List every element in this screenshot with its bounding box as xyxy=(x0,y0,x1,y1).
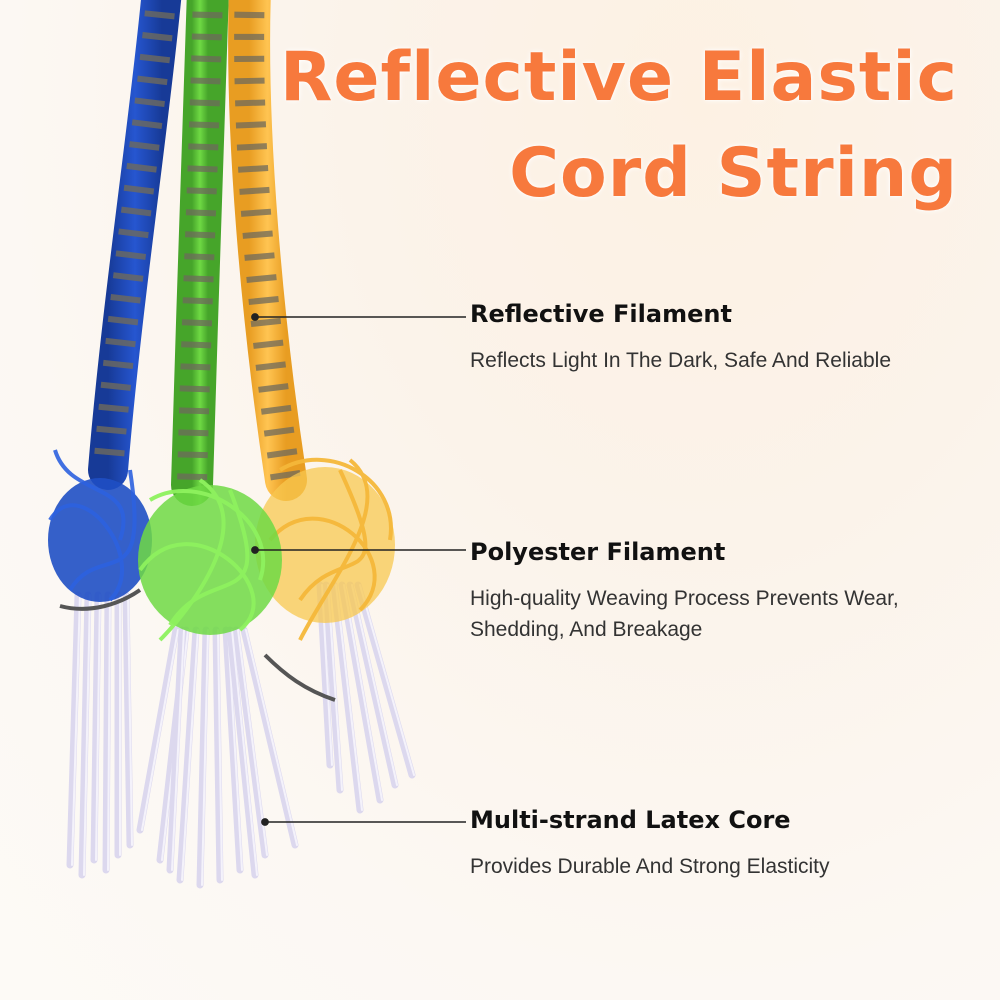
latex-strand-highlight xyxy=(231,629,258,876)
callout-latex-core: Multi-strand Latex Core Provides Durable… xyxy=(470,806,980,882)
callout-title: Multi-strand Latex Core xyxy=(470,806,791,834)
green-cord xyxy=(171,0,229,506)
latex-strand-highlight xyxy=(107,594,111,871)
latex-strand xyxy=(196,626,210,889)
latex-strand-highlight xyxy=(237,629,268,856)
latex-strand xyxy=(176,626,200,884)
title-line-2: Cord String xyxy=(509,134,958,213)
callout-description: Provides Durable And Strong Elasticity xyxy=(470,854,830,878)
callout-polyester-filament: Polyester Filament High-quality Weaving … xyxy=(470,538,980,645)
latex-strand-highlight xyxy=(217,629,223,881)
latex-strand xyxy=(66,591,82,869)
yellow-cord-stitching xyxy=(234,0,301,483)
latex-strand xyxy=(222,626,244,874)
latex-strand-highlight xyxy=(141,629,179,831)
yellow-fray-knot xyxy=(255,457,395,702)
blue-cord xyxy=(88,0,182,490)
latex-strand xyxy=(212,626,224,884)
latex-strand-highlight xyxy=(95,594,101,861)
latex-strand xyxy=(122,591,134,849)
callout-title: Polyester Filament xyxy=(470,538,726,566)
callout-description: Reflects Light In The Dark, Safe And Rel… xyxy=(470,348,892,372)
latex-strand xyxy=(226,626,259,879)
latex-strand-highlight xyxy=(171,629,185,871)
latex-strand-highlight xyxy=(201,629,209,886)
latex-strand xyxy=(102,591,112,874)
latex-strand-highlight xyxy=(127,594,133,846)
latex-strand xyxy=(136,626,180,834)
latex-strand xyxy=(240,626,299,849)
latex-strand-highlight xyxy=(83,594,91,876)
title-line-1: Reflective Elastic xyxy=(280,38,958,117)
callout-title: Reflective Filament xyxy=(470,300,732,328)
latex-strand xyxy=(90,591,102,864)
latex-strand-highlight xyxy=(359,584,415,776)
latex-strand-highlight xyxy=(71,594,81,866)
green-fray-knot xyxy=(138,478,282,642)
callout-reflective-filament: Reflective Filament Reflects Light In Th… xyxy=(470,300,980,376)
leader-lines xyxy=(251,313,466,826)
latex-core-strands xyxy=(66,581,416,889)
latex-strand xyxy=(232,626,269,859)
latex-strand-highlight xyxy=(181,629,199,881)
blue-fray-knot xyxy=(48,449,152,611)
latex-strand-highlight xyxy=(245,629,298,846)
latex-strand xyxy=(166,626,186,874)
callout-description: High-quality Weaving Process Prevents We… xyxy=(470,586,899,641)
latex-strand xyxy=(78,591,92,879)
